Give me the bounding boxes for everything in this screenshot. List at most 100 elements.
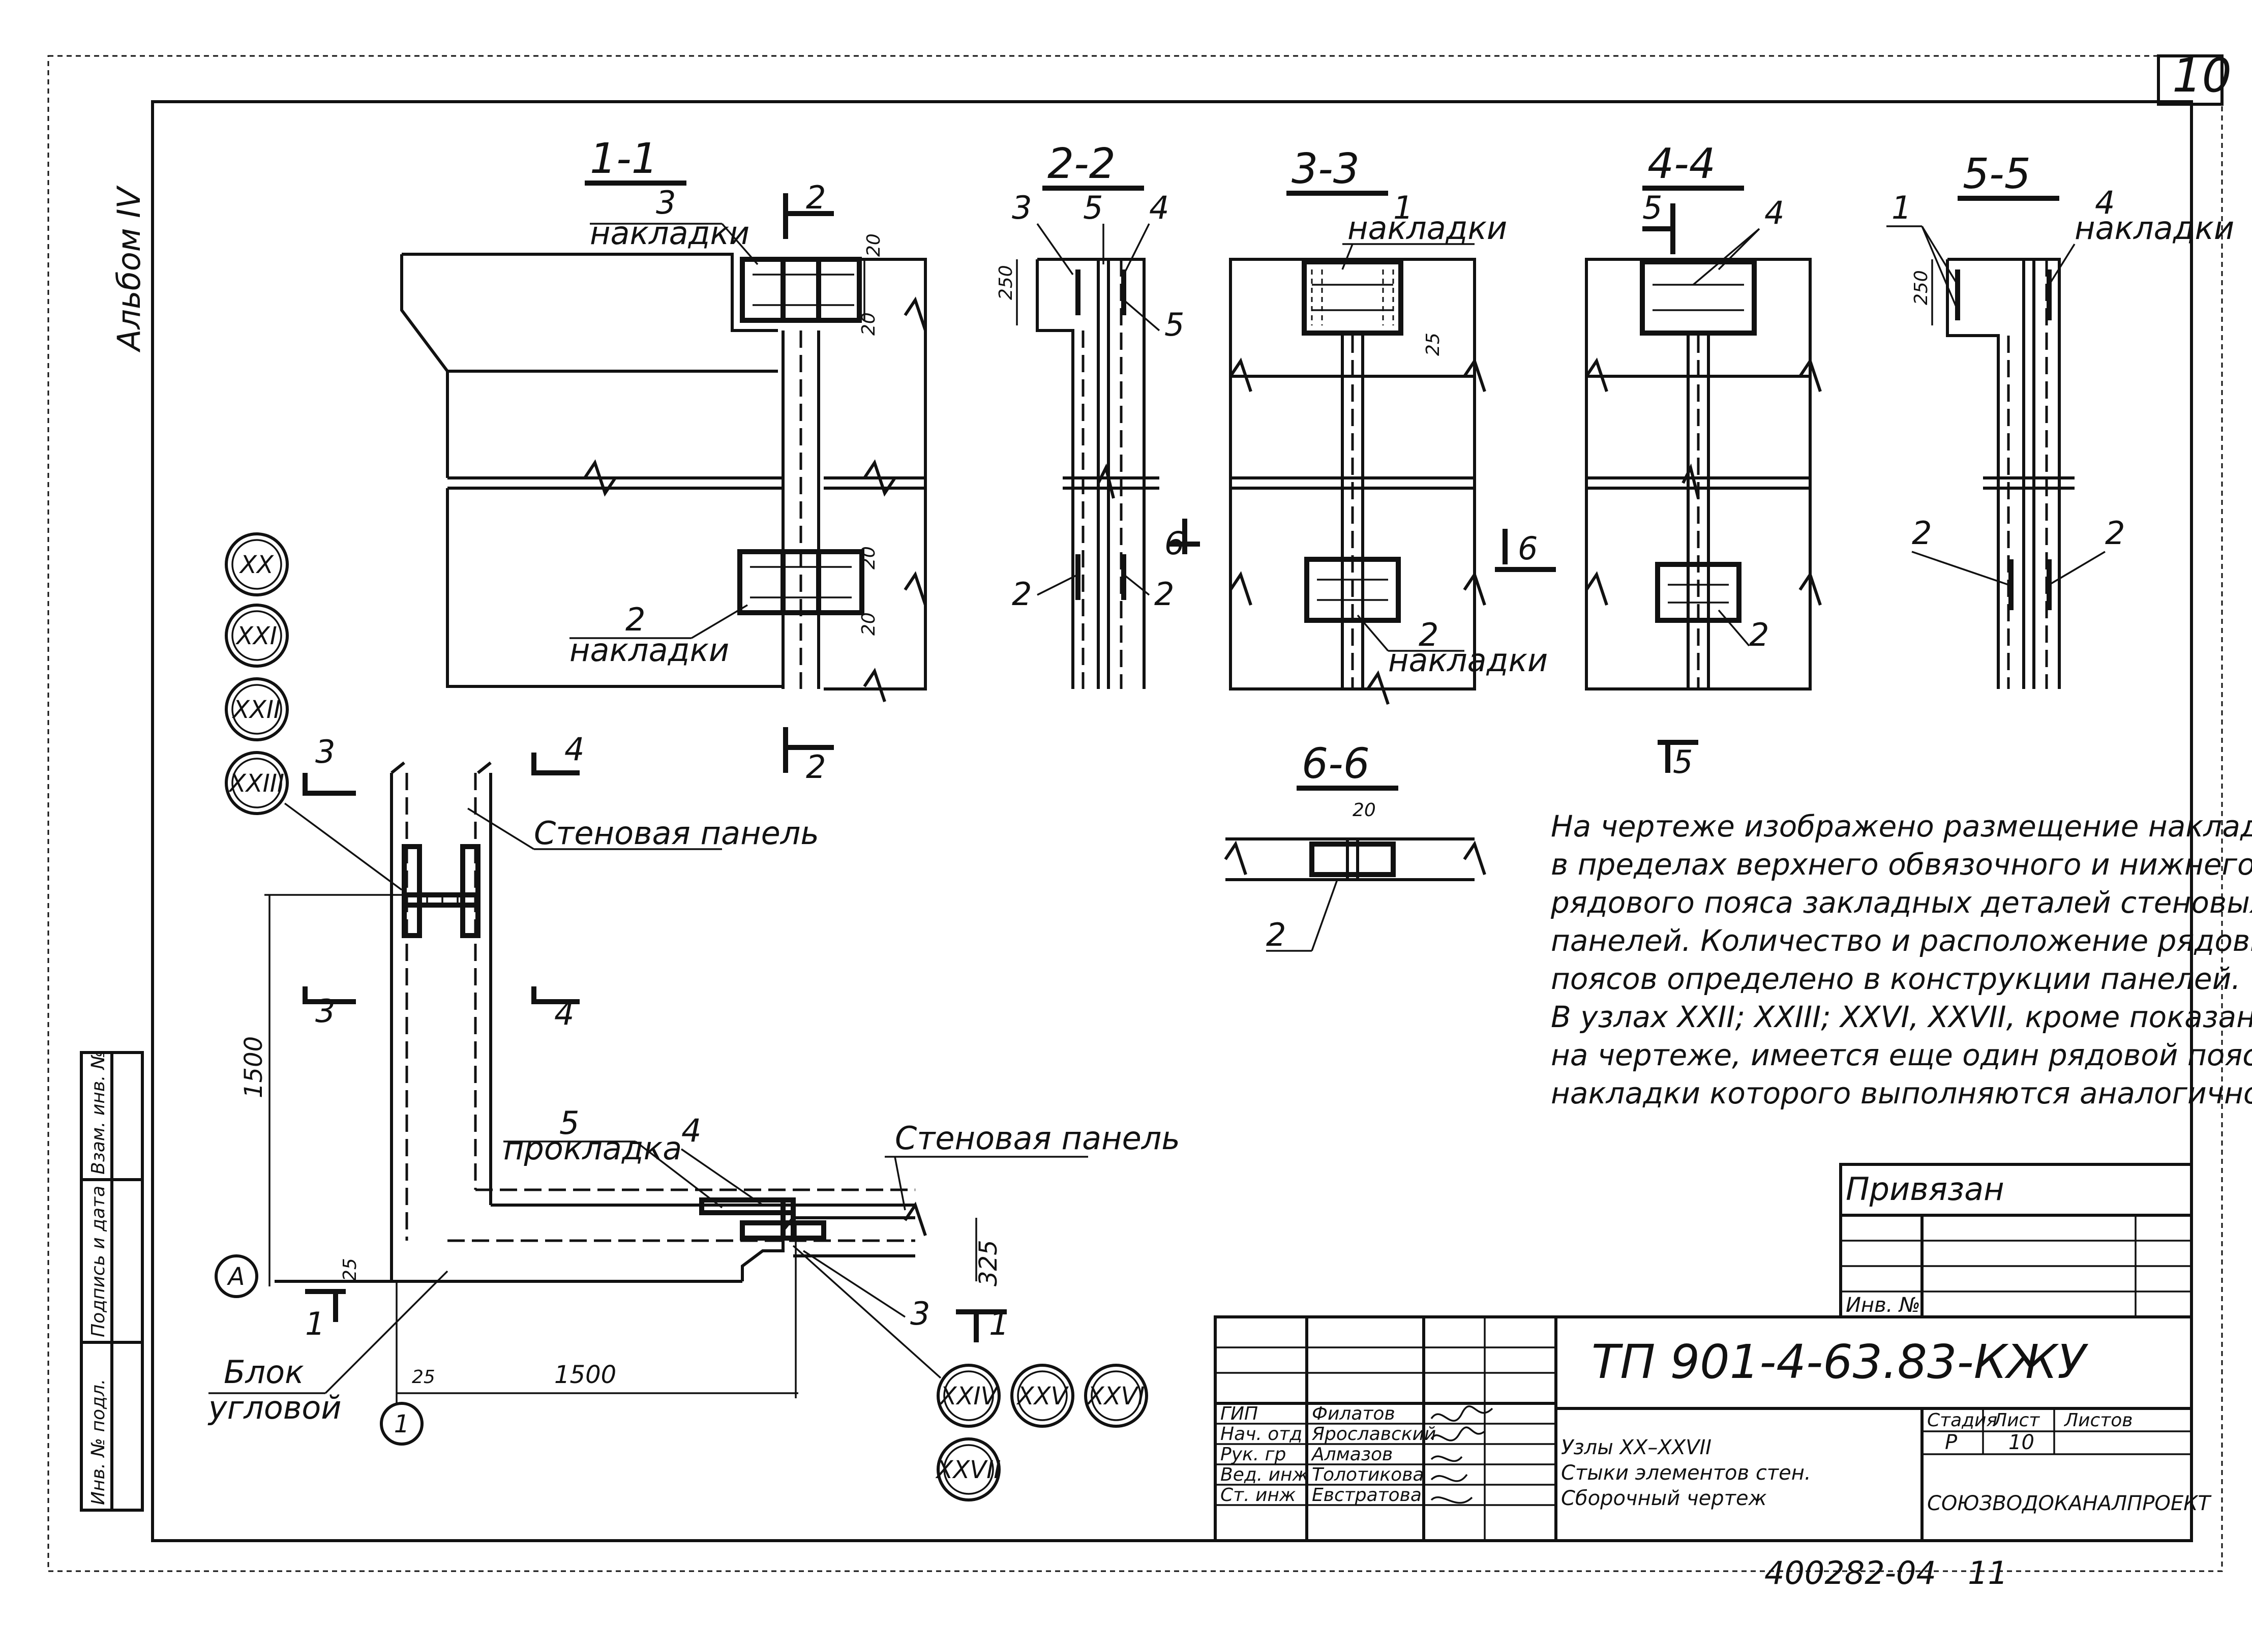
album-label: Альбом IV [110,185,147,353]
title-block: Привязан Инв. № ТП 901-4-63.83-КЖУ Узлы … [1214,1163,2212,1542]
tb-name-2: Ярославский [1311,1424,1436,1445]
node-xx: XX [225,532,289,596]
label-plan-3: 3 [910,1295,930,1332]
section-3-3-title: 3-3 [1292,145,1360,193]
tb-role-4: Вед. инж [1220,1464,1309,1485]
node-xxi: XXI [225,604,289,668]
cut-5-bottom: 5 [1673,743,1693,780]
tb-sheet: 10 [2008,1431,2034,1454]
tb-name-3: Алмазов [1311,1444,1393,1465]
label-block-2: угловой [207,1389,342,1426]
section-2-2: 2-2 250 3 5 4 5 2 2 [996,140,1184,689]
note-line-7: на чертеже, имеется еще один рядовой поя… [1551,1038,2252,1072]
label-3-3-1: 1 [1393,189,1413,226]
dim-250-2-2: 250 [996,265,1016,300]
tb-privyazan: Привязан [1846,1170,2004,1208]
label-panel-horizontal: Стеновая панель [895,1120,1180,1157]
side-sign-label: Подпись и дата [88,1186,109,1337]
label-3-3-nakladki-top: накладки [1347,209,1507,247]
tb-stage: Р [1945,1431,1958,1454]
label-nakladki-top: накладки [590,215,749,252]
dim-250-5-5: 250 [1911,270,1932,305]
note-line-5: поясов определено в конструкции панелей. [1551,962,2241,996]
label-3-3-nakladki-bottom: накладки [1388,642,1548,679]
axis-a-label: А [227,1263,245,1291]
label-5-5-4: 4 [2095,184,2115,221]
corner-plan: Стеновая панель Стеновая панель 5 прокла… [207,731,1180,1446]
dim-20-6-6: 20 [1353,800,1376,821]
tb-role-2: Нач. отд [1220,1424,1302,1445]
cut-3-bottom: 3 [315,993,335,1030]
note-line-4: панелей. Количество и расположение рядов… [1551,923,2252,958]
cut-4-top: 4 [564,731,584,768]
node-xxiii-label: XXIII [228,769,284,798]
dim-1500-horizontal: 1500 [554,1361,616,1389]
label-2-2-2a: 2 [1012,576,1032,613]
dim-25-3-3: 25 [1423,333,1444,356]
label-5-5-2a: 2 [1912,515,1932,552]
tb-title-1: Узлы XX–XXVII [1561,1436,1711,1459]
section-4-4-title: 4-4 [1647,140,1716,188]
dim-1500-vertical: 1500 [239,1036,268,1098]
bottom-page: 11 [1968,1554,2008,1591]
sheet-number: 10 [2172,48,2232,103]
node-xxvii: XXVII [935,1437,1001,1501]
section-6-6: 6-6 20 2 [1224,740,1486,953]
label-3-3-2: 2 [1419,616,1438,653]
dim-20-b: 20 [858,312,879,336]
label-2-2-5b: 5 [1164,306,1184,343]
dim-20-c: 20 [858,546,879,569]
tb-stage-h: Стадия [1927,1410,1997,1431]
dim-20-d: 20 [858,612,879,636]
note-line-2: в пределах верхнего обвязочного и нижнег… [1551,847,2252,882]
side-stamp: Инв. № подл. Подпись и дата Взам. инв. № [80,1050,144,1512]
side-replace-label: Взам. инв. № [88,1050,109,1175]
label-nakladki-bottom: накладки [569,632,729,669]
note-line-6: В узлах XXII; XXIII; XXVI, XXVII, кроме … [1551,1000,2252,1034]
label-4-4-4: 4 [1764,194,1784,231]
label-2-2-4: 4 [1149,189,1169,226]
side-inv-label: Инв. № подл. [88,1379,109,1505]
note-line-8: накладки которого выполняются аналогично… [1551,1076,2252,1110]
signatures [1430,1405,1493,1504]
label-2-2-3: 3 [1012,189,1032,226]
dim-25-horizontal: 25 [412,1367,435,1388]
dim-25-vertical: 25 [340,1258,361,1281]
cut-2-top: 2 [806,179,826,216]
note-line-1: На чертеже изображено размещение накладо… [1551,809,2252,844]
tb-role-3: Рук. гр [1220,1444,1286,1465]
axis-1-label: 1 [394,1410,410,1438]
tb-org: СОЮЗВОДОКАНАЛПРОЕКТ [1927,1492,2212,1515]
label-5-5-1: 1 [1891,189,1911,226]
node-xxiv-label: XXIV [939,1382,999,1410]
cut-6-left: 6 [1164,525,1184,562]
note-line-3: рядового пояса закладных деталей стеновы… [1550,885,2252,920]
tb-sheet-h: Лист [1992,1410,2040,1431]
cut-3-top: 3 [315,733,335,770]
node-xxvi: XXVI [1084,1364,1148,1428]
label-6-6-2: 2 [1266,916,1286,953]
node-xxvi-label: XXVI [1086,1382,1145,1410]
label-2-2-5a: 5 [1083,189,1103,226]
tb-doc-code: ТП 901-4-63.83-КЖУ [1592,1335,2088,1389]
label-plan-5: 5 [559,1104,579,1142]
tb-sheets-h: Листов [2063,1410,2133,1431]
node-xxiii: XXIII [225,751,289,815]
section-5-5: 5-5 250 1 4 накладки 2 2 [1886,150,2234,689]
cut-6-right: 6 [1518,530,1538,567]
cut-4-bottom: 4 [554,995,574,1032]
cut-1-left: 1 [305,1305,325,1342]
label-2-nakladki: 2 [625,601,645,638]
label-5-5-nakladki: накладки [2075,209,2234,247]
node-markers: XX XXI XXII XXIII XXIV XXV XXVI XXVII [225,532,1148,1501]
cut-5-top: 5 [1642,189,1662,226]
node-xxii: XXII [225,677,289,741]
label-prokladka: прокладка [503,1130,682,1167]
tb-role-1: ГИП [1220,1403,1258,1424]
label-4-4-2: 2 [1749,616,1769,653]
section-6-6-title: 6-6 [1302,740,1370,788]
node-xxiv: XXIV [937,1364,1001,1428]
tb-name-5: Евстратова [1312,1485,1422,1506]
node-xxii-label: XXII [231,696,281,724]
section-1-1-title: 1-1 [590,135,658,183]
